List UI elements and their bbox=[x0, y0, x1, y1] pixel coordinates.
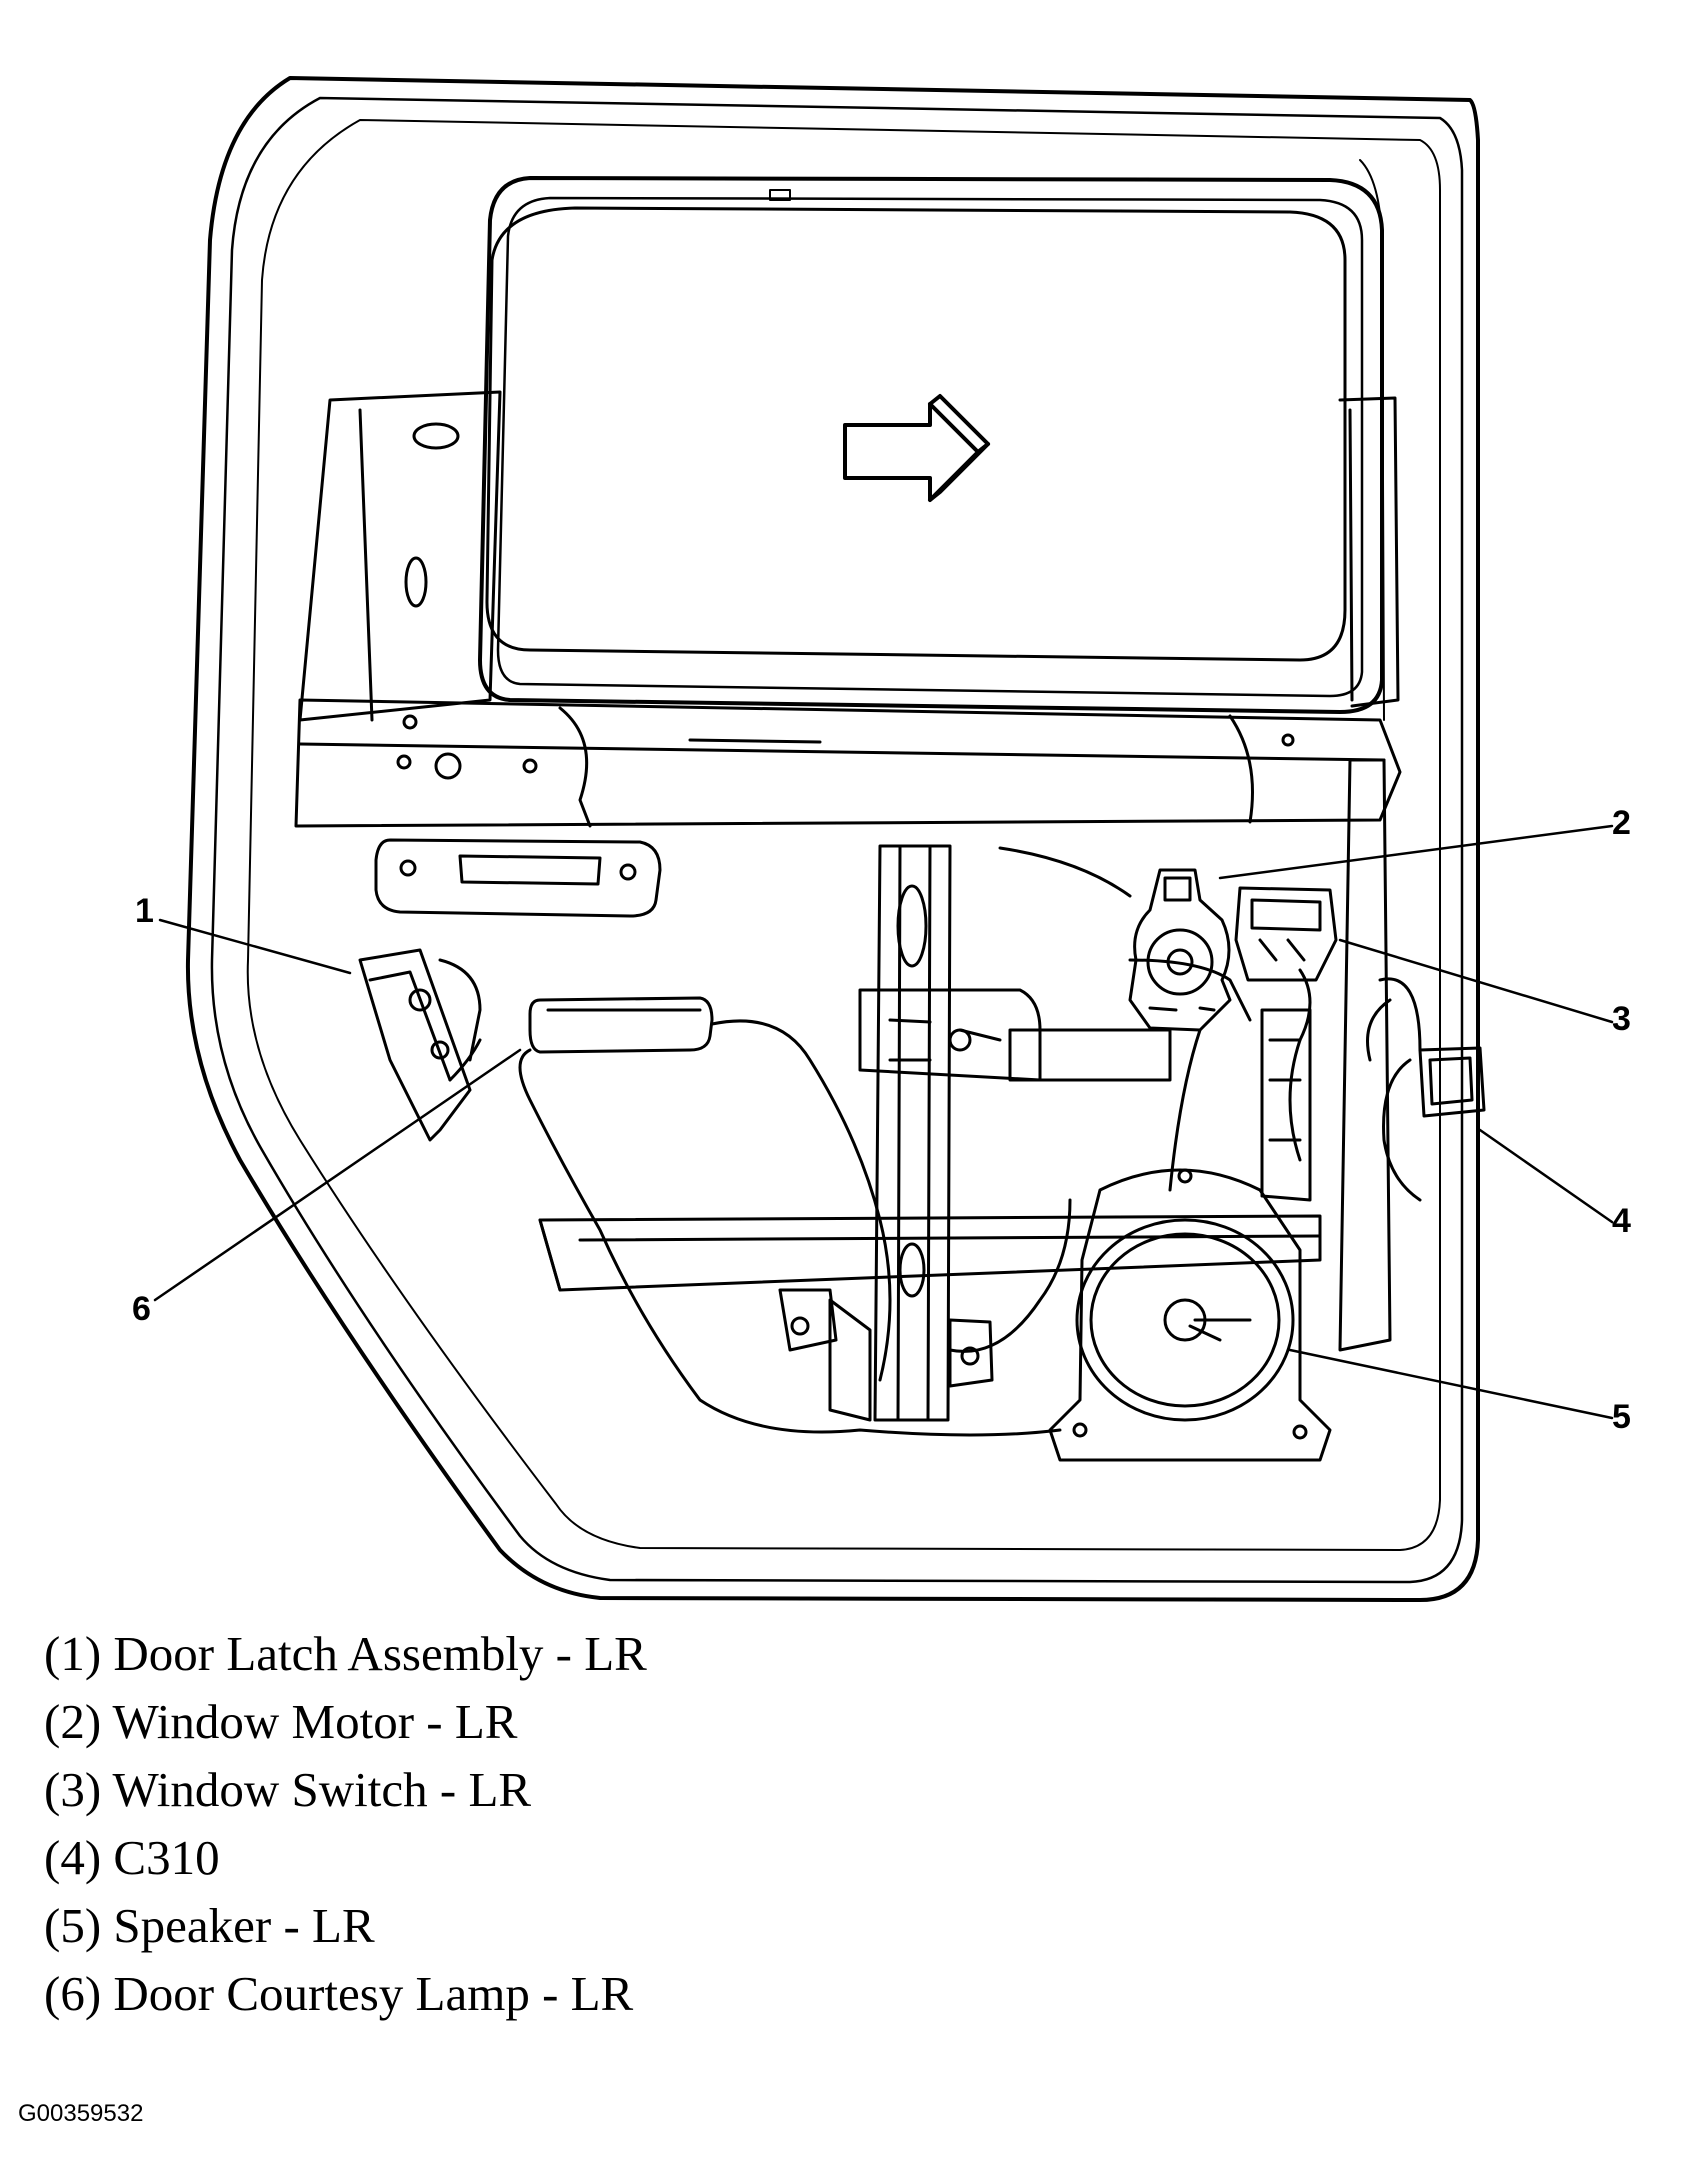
callout-number-2: 2 bbox=[1612, 804, 1631, 842]
legend-item-courtesy-lamp: (6) Door Courtesy Lamp - LR bbox=[44, 1966, 634, 2021]
legend-item-door-latch: (1) Door Latch Assembly - LR bbox=[44, 1626, 647, 1681]
door-latch bbox=[358, 948, 482, 1142]
callout-number-1: 1 bbox=[135, 892, 154, 930]
callout-number-6: 6 bbox=[132, 1290, 151, 1328]
window-switch bbox=[1234, 886, 1338, 982]
regulator-brackets bbox=[778, 1288, 994, 1422]
courtesy-lamp bbox=[528, 996, 714, 1054]
window-motor bbox=[1128, 868, 1232, 1032]
connector-c310 bbox=[1366, 977, 1486, 1202]
door-diagram: 1 2 3 4 5 6 bbox=[132, 76, 1631, 1602]
callout-number-5: 5 bbox=[1612, 1398, 1631, 1436]
hinge-side-channel bbox=[1260, 758, 1392, 1352]
forward-arrow-icon bbox=[843, 394, 990, 502]
belt-reinforcement bbox=[294, 698, 1402, 828]
window-regulator bbox=[858, 844, 1252, 1422]
handle-cup bbox=[374, 838, 662, 918]
callout-number-3: 3 bbox=[1612, 1000, 1631, 1038]
legend-item-window-switch: (3) Window Switch - LR bbox=[44, 1762, 532, 1817]
speaker bbox=[1048, 1168, 1332, 1462]
wiring-harness bbox=[448, 846, 1312, 1437]
impact-beam bbox=[538, 1214, 1322, 1292]
legend-item-window-motor: (2) Window Motor - LR bbox=[44, 1694, 518, 1749]
callout-number-4: 4 bbox=[1612, 1202, 1631, 1240]
leader-lines bbox=[153, 824, 1614, 1420]
figure-id: G00359532 bbox=[18, 2100, 144, 2127]
callout-labels: 1 2 3 4 5 6 bbox=[132, 804, 1631, 1436]
glass-channels bbox=[298, 390, 1400, 722]
door-outer-panel bbox=[185, 76, 1480, 1602]
window-glass bbox=[478, 176, 1384, 714]
component-legend: (1) Door Latch Assembly - LR (2) Window … bbox=[44, 1620, 647, 2028]
legend-item-speaker: (5) Speaker - LR bbox=[44, 1898, 375, 1953]
legend-item-c310: (4) C310 bbox=[44, 1830, 220, 1885]
